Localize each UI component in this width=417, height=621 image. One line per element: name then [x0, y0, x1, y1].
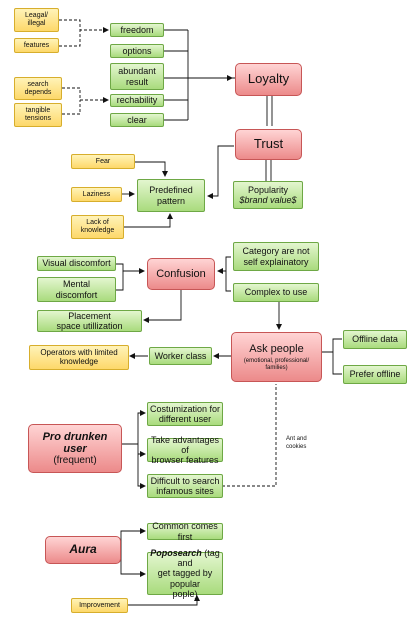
connector-loyalty-trust [266, 96, 273, 126]
connector-pro-to-options [122, 412, 144, 487]
connector-trust-to-pattern [207, 145, 234, 199]
connector-features-to-freedom [59, 30, 81, 47]
pro-drunken-user-frequency: (frequent) [53, 455, 97, 467]
node-features: features [14, 38, 59, 53]
ask-people-subtitle: (emotional, professional/ families) [243, 357, 310, 371]
node-take-advantages: Take advantages of browser features [147, 435, 223, 465]
node-options: options [110, 44, 164, 58]
connector-attrs-to-loyalty [164, 29, 235, 121]
connector-visual-to-confusion [116, 263, 145, 274]
node-customization: Costumization for different user [147, 402, 223, 426]
label-ant-and-cookies: Ant and cookies [286, 436, 307, 450]
node-clear: clear [110, 113, 164, 127]
connector-legal-to-freedom [59, 19, 109, 33]
connector-confusion-to-placement [143, 290, 182, 323]
node-common-first: Common comes first [147, 521, 223, 542]
connector-mental-to-confusion [116, 271, 124, 291]
node-worker-class: Worker class [149, 347, 212, 365]
node-placement-space: Placement space utillization [37, 310, 142, 332]
node-poposearch: Poposearch (tag and get tagged by popula… [147, 548, 223, 599]
connector-fear-to-pattern [135, 161, 168, 177]
node-category-not-self: Category are not self explainatory [233, 242, 319, 271]
node-confusion: Confusion [147, 258, 215, 290]
node-abundant-result: abundant result [110, 63, 164, 90]
node-difficult-search: Difficult to search infamous sites [147, 474, 223, 498]
node-legal-illegal: Leagal/ illegal [14, 8, 59, 32]
node-visual-discomfort: Visual discomfort [37, 256, 116, 271]
brand-value-label: $brand value$ [239, 195, 297, 205]
connector-lack-to-pattern [124, 213, 173, 228]
connector-difficult-to-ask [222, 384, 277, 487]
node-lack-of-knowledge: Lack of knowledge [71, 215, 124, 239]
connector-ask-to-offline [322, 338, 342, 375]
connector-category-to-confusion [217, 256, 231, 274]
poposearch-description: (tag and get tagged by popular pople) [157, 548, 220, 599]
connector-trust-popularity [265, 160, 272, 181]
node-aura: Aura [45, 536, 121, 564]
node-laziness: Laziness [71, 187, 122, 202]
node-predefined-pattern: Predefined pattern [137, 179, 205, 212]
connector-aura-to-common [120, 528, 146, 549]
node-improvement: Improvement [71, 598, 128, 613]
node-operators: Operators with limited knowledge [29, 345, 129, 370]
node-tangible-tensions: tangible tensions [14, 103, 62, 127]
node-trust: Trust [235, 129, 302, 160]
node-pro-drunken-user: Pro drunken user (frequent) [28, 424, 122, 473]
node-rechability: rechability [110, 94, 164, 107]
node-fear: Fear [71, 154, 135, 169]
node-complex-to-use: Complex to use [233, 283, 319, 302]
node-popularity: Popularity $brand value$ [233, 181, 303, 209]
pro-drunken-user-title: Pro drunken user [42, 430, 108, 455]
connector-tangible-to-rechability [62, 100, 81, 115]
node-mental-discomfort: Mental discomfort [37, 277, 116, 302]
node-prefer-offline: Prefer offline [343, 365, 407, 384]
node-search-depends: search depends [14, 77, 62, 100]
popularity-label: Popularity [247, 184, 289, 195]
connector-complex-to-confusion [225, 271, 231, 292]
connector-improvement-to-poposearch [128, 595, 200, 606]
node-offline-data: Offline data [343, 330, 407, 349]
node-loyalty: Loyalty [235, 63, 302, 96]
node-ask-people: Ask people (emotional, professional/ fam… [231, 332, 322, 382]
node-freedom: freedom [110, 23, 164, 37]
connector-search-to-rechability [62, 87, 109, 103]
connector-aura-to-poposearch [120, 549, 146, 577]
poposearch-name: Poposearch [150, 548, 202, 559]
poposearch-text: Poposearch (tag and get tagged by popula… [148, 548, 222, 598]
ask-people-title: Ask people [249, 342, 304, 355]
